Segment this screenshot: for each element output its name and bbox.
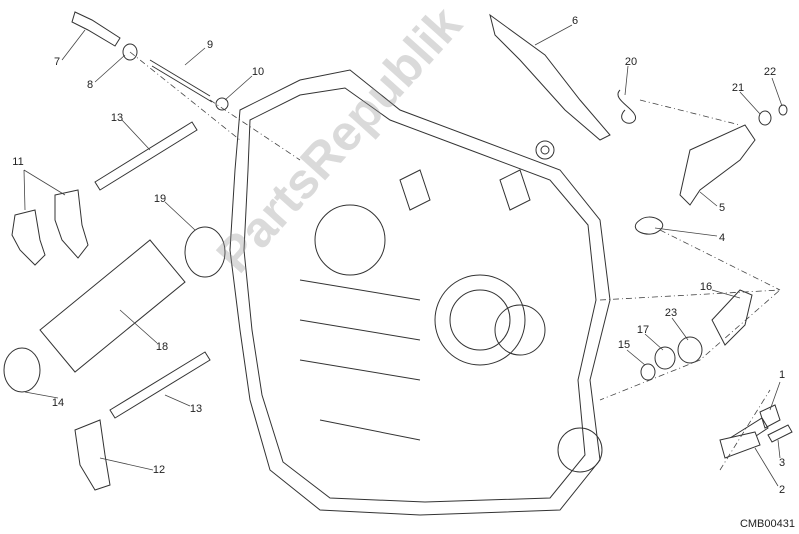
callout-9: 9 bbox=[206, 39, 214, 51]
leader-lines bbox=[23, 24, 783, 487]
callout-4: 4 bbox=[718, 232, 726, 244]
crankcase-half bbox=[229, 69, 611, 516]
callout-8: 8 bbox=[86, 79, 94, 91]
gear-icon bbox=[535, 140, 555, 160]
callout-1: 1 bbox=[778, 369, 786, 381]
assembly-lines bbox=[129, 51, 782, 471]
callout-21: 21 bbox=[731, 82, 745, 94]
callout-17: 17 bbox=[636, 324, 650, 336]
callout-15: 15 bbox=[617, 339, 631, 351]
callout-11: 11 bbox=[12, 156, 24, 168]
callout-16: 16 bbox=[699, 281, 713, 293]
callout-18: 18 bbox=[155, 341, 169, 353]
callout-7: 7 bbox=[53, 56, 61, 68]
callout-13-bottom: 13 bbox=[189, 403, 203, 415]
callout-2: 2 bbox=[778, 484, 786, 496]
callout-23: 23 bbox=[664, 307, 678, 319]
callout-14: 14 bbox=[51, 397, 65, 409]
callout-19: 19 bbox=[153, 193, 167, 205]
callout-3: 3 bbox=[778, 457, 786, 469]
callout-22: 22 bbox=[763, 66, 777, 78]
callout-13-top: 13 bbox=[110, 112, 124, 124]
callout-6: 6 bbox=[571, 15, 579, 27]
diagram-code: CMB00431 bbox=[739, 518, 795, 530]
callout-20: 20 bbox=[624, 56, 638, 68]
callout-10: 10 bbox=[251, 66, 265, 78]
parts bbox=[3, 11, 793, 491]
callout-12: 12 bbox=[152, 464, 166, 476]
callout-5: 5 bbox=[718, 202, 726, 214]
